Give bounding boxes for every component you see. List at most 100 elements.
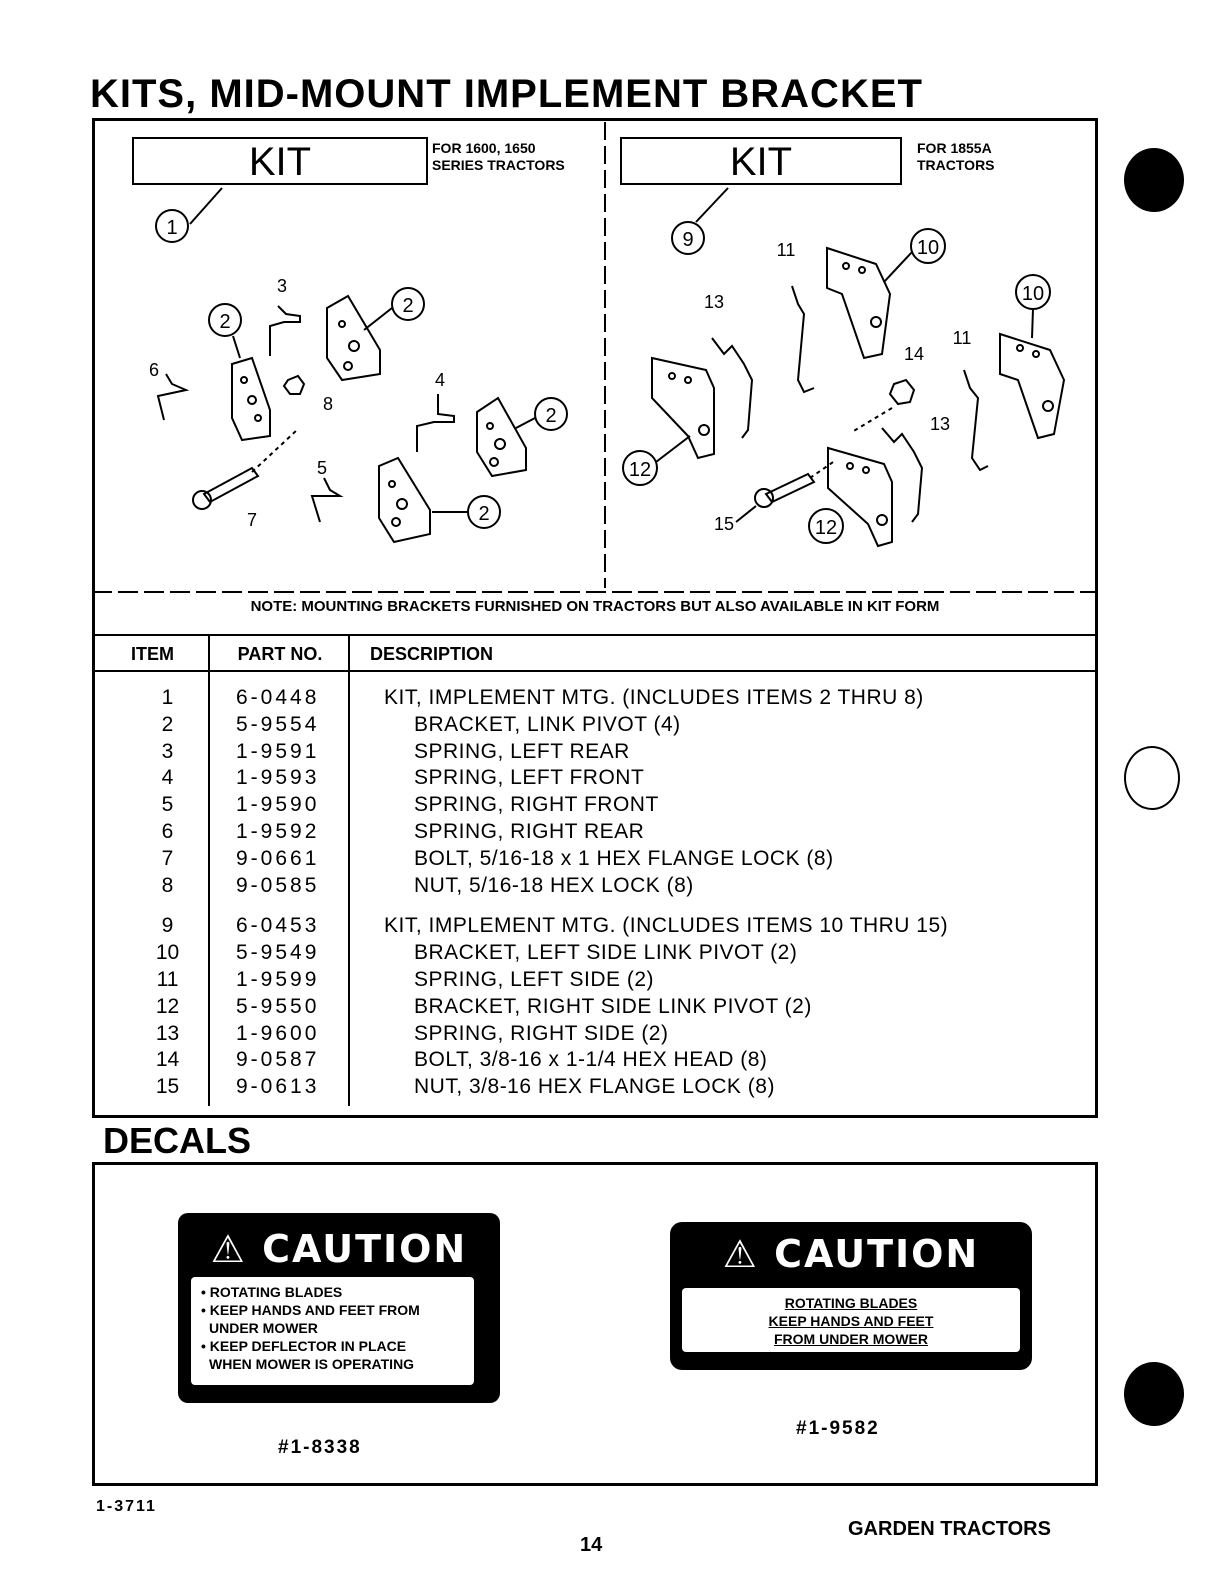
kit-left-label: KIT: [132, 137, 428, 185]
col-header-item: ITEM: [131, 644, 174, 664]
decal-line: UNDER MOWER: [209, 1320, 318, 1336]
col-header-part-no: PART NO.: [237, 644, 323, 664]
part-number: 9-0613: [236, 1075, 320, 1099]
part-description: SPRING, LEFT FRONT: [414, 766, 645, 790]
caution-heading-text: CAUTION: [774, 1232, 980, 1276]
item-number: 9: [161, 914, 174, 938]
part-description: BRACKET, LINK PIVOT (4): [414, 712, 681, 736]
caution-heading: ⚠ CAUTION: [178, 1227, 500, 1271]
callout-11a: 11: [777, 240, 796, 260]
kit-left-applicability: FOR 1600, 1650 SERIES TRACTORS: [432, 140, 565, 174]
decal-line: ROTATING BLADES: [784, 1295, 918, 1311]
decal-line: FROM UNDER MOWER: [774, 1331, 928, 1347]
callout-12a: 12: [629, 459, 651, 481]
section-name: GARDEN TRACTORS: [848, 1518, 1051, 1540]
bolt-15: [764, 472, 816, 504]
callout-10b: 10: [1022, 283, 1044, 305]
callout-8: 8: [323, 394, 333, 414]
callout-13b: 13: [930, 414, 950, 434]
decal-line: • ROTATING BLADES: [201, 1284, 343, 1300]
caution-decal-2: ⚠ CAUTION ROTATING BLADES KEEP HANDS AND…: [670, 1222, 1032, 1370]
decal-2-part-number: #1-9582: [796, 1418, 880, 1439]
col-header-description: DESCRIPTION: [370, 644, 494, 664]
table-top-rule: [92, 634, 1098, 636]
part-number: 9-0587: [236, 1048, 320, 1072]
spring-4: [416, 394, 455, 452]
decal-line: KEEP HANDS AND FEET: [768, 1313, 934, 1329]
callout-13a: 13: [704, 292, 724, 312]
kit-left-for-line1: FOR 1600, 1650: [432, 140, 536, 156]
caution-heading-text: CAUTION: [262, 1227, 468, 1271]
callout-bubble: [155, 209, 189, 243]
item-number: 6: [161, 820, 174, 843]
item-number: 10: [155, 941, 180, 965]
part-number: 9-0585: [236, 873, 320, 897]
part-description: BRACKET, RIGHT SIDE LINK PIVOT (2): [414, 994, 812, 1018]
part-description: SPRING, RIGHT SIDE (2): [414, 1021, 669, 1045]
callout-7: 7: [247, 510, 257, 530]
callout-bubble: [391, 287, 425, 321]
bracket-right-side-link-pivot: [651, 356, 715, 460]
callout-15: 15: [714, 514, 734, 534]
item-number: 15: [155, 1075, 180, 1099]
callout-bubble: [808, 508, 844, 544]
spring-13: [711, 337, 754, 439]
warning-triangle-icon: ⚠: [722, 1232, 759, 1276]
callout-bubble: [534, 397, 568, 431]
nut-8: [282, 374, 306, 395]
item-number: 14: [155, 1048, 180, 1072]
part-number: 1-9590: [236, 793, 320, 817]
bolt-7: [202, 466, 260, 504]
callout-2d: 2: [478, 503, 489, 525]
part-number: 6-0448: [236, 686, 320, 709]
part-number: 9-0661: [236, 846, 320, 870]
kit-right-for-line2: TRACTORS: [917, 157, 995, 173]
part-description: NUT, 5/16-18 HEX LOCK (8): [414, 873, 694, 897]
part-description: SPRING, LEFT SIDE (2): [414, 968, 654, 991]
part-number: 1-9592: [236, 820, 320, 843]
part-description: BOLT, 3/8-16 x 1-1/4 HEX HEAD (8): [414, 1048, 768, 1072]
callout-12b: 12: [815, 517, 837, 539]
callout-bubble: [910, 228, 946, 264]
part-number: 1-9593: [236, 766, 320, 790]
bracket-left-side-link-pivot: [999, 332, 1066, 440]
item-number: 12: [155, 994, 180, 1018]
item-number: 7: [161, 846, 174, 870]
spring-13: [881, 427, 924, 523]
callout-11b: 11: [953, 328, 972, 348]
binder-hole: [1124, 1362, 1184, 1426]
spring-11: [963, 369, 989, 472]
part-description: SPRING, RIGHT FRONT: [414, 793, 659, 817]
kit-right-for-line1: FOR 1855A: [917, 140, 992, 156]
table-header-rule: [92, 670, 1098, 672]
callout-bubble: [208, 303, 242, 337]
part-number: 5-9549: [236, 941, 320, 965]
part-number: 1-9591: [236, 739, 320, 763]
part-number: 5-9554: [236, 712, 320, 736]
part-description: SPRING, RIGHT REAR: [414, 820, 645, 843]
decal-1-part-number: #1-8338: [278, 1437, 362, 1458]
spring-3: [269, 305, 301, 356]
callout-14: 14: [904, 344, 924, 364]
bracket-right-side-link-pivot: [827, 446, 893, 548]
spring-5: [310, 477, 344, 523]
decal-line: • KEEP DEFLECTOR IN PLACE: [201, 1338, 407, 1354]
callout-10a: 10: [917, 237, 939, 259]
kit-right-applicability: FOR 1855A TRACTORS: [917, 140, 995, 174]
decal-line: WHEN MOWER IS OPERATING: [209, 1356, 415, 1372]
callout-6: 6: [149, 360, 159, 380]
exploded-view-diagram: 1 2 2 2 2 3 4 5 6: [92, 122, 1098, 593]
warning-triangle-icon: ⚠: [210, 1227, 247, 1271]
part-description: BOLT, 5/16-18 x 1 HEX FLANGE LOCK (8): [414, 846, 834, 870]
item-number: 3: [161, 739, 174, 763]
part-number: 6-0453: [236, 914, 320, 938]
page-title: KITS, MID-MOUNT IMPLEMENT BRACKET: [90, 72, 923, 116]
note-text: NOTE: MOUNTING BRACKETS FURNISHED ON TRA…: [250, 598, 940, 615]
callout-2b: 2: [402, 295, 413, 317]
callout-3: 3: [277, 276, 287, 296]
part-description: KIT, IMPLEMENT MTG. (INCLUDES ITEMS 2 TH…: [384, 686, 924, 709]
item-number: 1: [161, 686, 174, 709]
caution-heading: ⚠ CAUTION: [670, 1232, 1032, 1276]
caution-decal-1: ⚠ CAUTION • ROTATING BLADES • KEEP HANDS…: [178, 1213, 500, 1403]
page-number: 14: [580, 1534, 603, 1556]
